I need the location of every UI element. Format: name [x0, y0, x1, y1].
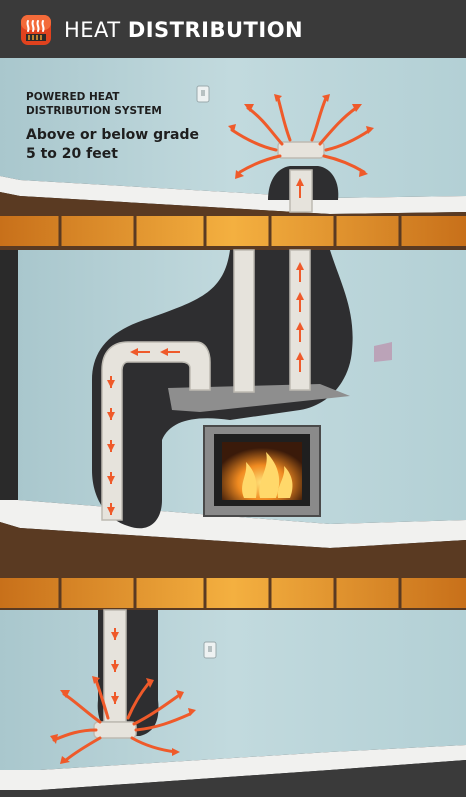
floor-joists-lower: [0, 578, 466, 608]
header-bar: HEAT DISTRIBUTION: [0, 0, 466, 58]
system-label-line1: POWERED HEAT: [26, 90, 226, 104]
page-title-bold: DISTRIBUTION: [128, 18, 303, 42]
page-title-light: HEAT: [64, 18, 121, 42]
system-label-line2: DISTRIBUTION SYSTEM: [26, 104, 226, 118]
grade-label-line2: 5 to 20 feet: [26, 145, 246, 164]
grade-label-line1: Above or below grade: [26, 126, 246, 145]
upper-vent-grille: [278, 142, 324, 158]
chimney-flue: [234, 250, 254, 392]
page-title: HEAT DISTRIBUTION: [64, 18, 303, 42]
system-label: POWERED HEAT DISTRIBUTION SYSTEM: [26, 90, 226, 118]
lower-vent-grille: [94, 722, 136, 738]
floor-joists-upper: [0, 216, 466, 246]
radiant-heat-icon: [20, 14, 52, 46]
fireplace-icon: [204, 426, 320, 516]
grade-label: Above or below grade 5 to 20 feet: [26, 126, 246, 164]
